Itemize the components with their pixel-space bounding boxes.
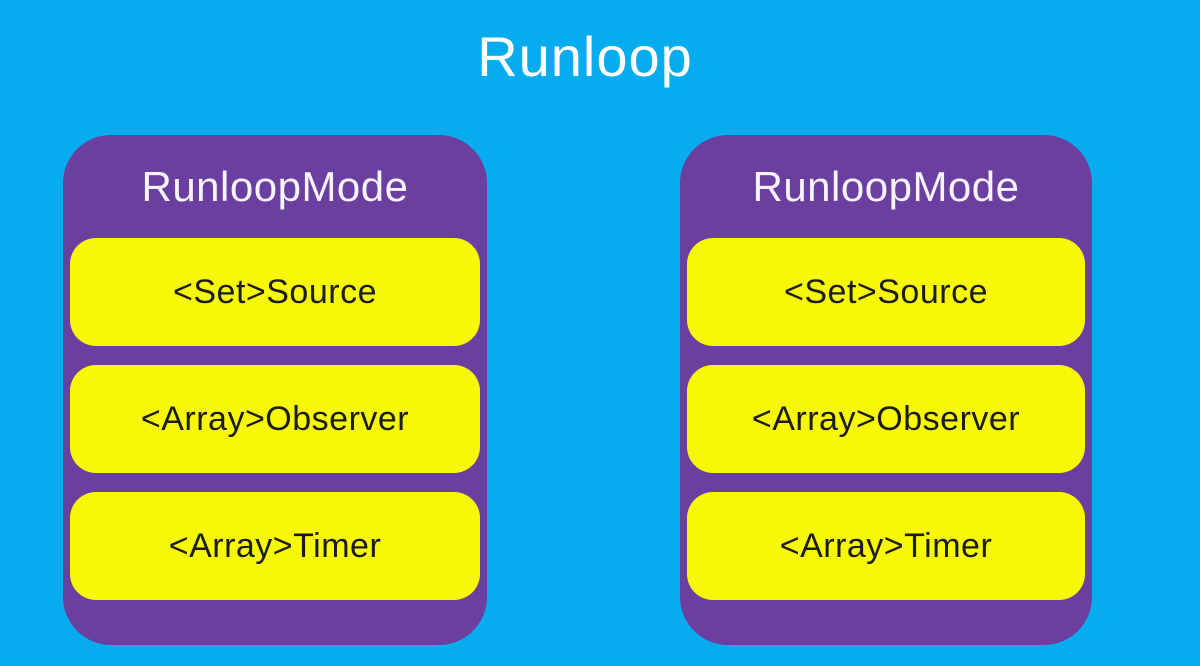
- container-header: RunloopMode: [141, 162, 409, 210]
- mode-row-timer: <Array>Timer: [70, 492, 480, 600]
- mode-row-timer: <Array>Timer: [687, 492, 1085, 600]
- runloop-mode-container-left: RunloopMode <Set>Source <Array>Observer …: [63, 135, 487, 645]
- row-group: <Set>Source <Array>Observer <Array>Timer: [63, 238, 487, 600]
- mode-row-source: <Set>Source: [687, 238, 1085, 346]
- mode-row-observer: <Array>Observer: [687, 365, 1085, 473]
- diagram-title: Runloop: [477, 25, 693, 88]
- container-header: RunloopMode: [752, 162, 1020, 210]
- row-group: <Set>Source <Array>Observer <Array>Timer: [680, 238, 1092, 600]
- mode-row-observer: <Array>Observer: [70, 365, 480, 473]
- runloop-mode-container-right: RunloopMode <Set>Source <Array>Observer …: [680, 135, 1092, 645]
- mode-row-source: <Set>Source: [70, 238, 480, 346]
